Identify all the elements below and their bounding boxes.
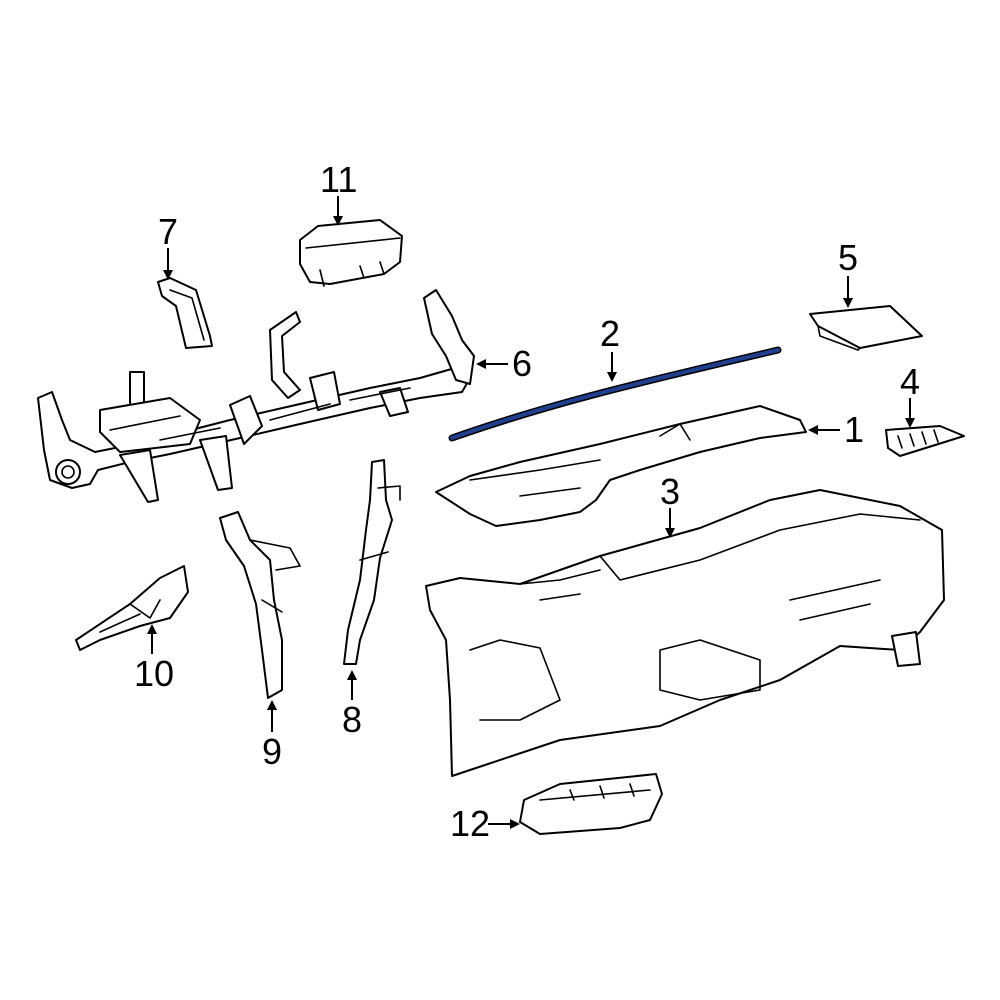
part-3-instrument-panel — [425, 489, 945, 777]
callout-11: 11 — [320, 159, 357, 226]
part-12-switch-bezel — [519, 773, 663, 835]
callout-5: 5 — [838, 237, 858, 308]
part-2-weatherstrip — [448, 346, 782, 442]
callout-6: 6 — [476, 343, 532, 384]
part-6-reinforcement-beam — [37, 289, 475, 503]
callout-2: 2 — [600, 313, 620, 382]
callout-label-3: 3 — [660, 471, 680, 512]
part-8-brace — [343, 459, 401, 665]
part-1-upper-panel — [435, 405, 807, 527]
callout-4: 4 — [900, 361, 920, 428]
callout-label-9: 9 — [262, 731, 282, 772]
callout-7: 7 — [158, 211, 178, 280]
callout-12: 12 — [450, 803, 520, 844]
callout-label-1: 1 — [844, 409, 864, 450]
callout-label-11: 11 — [320, 159, 357, 200]
part-9-brace — [219, 511, 301, 699]
callout-label-10: 10 — [134, 653, 174, 694]
callout-label-7: 7 — [158, 211, 178, 252]
part-10-bracket — [75, 565, 189, 651]
part-11-airbag-module — [299, 219, 403, 287]
callout-label-8: 8 — [342, 699, 362, 740]
callout-8: 8 — [342, 670, 362, 740]
callout-10: 10 — [134, 624, 174, 694]
callout-label-2: 2 — [600, 313, 620, 354]
callout-9: 9 — [262, 700, 282, 772]
part-5-cover — [809, 305, 923, 351]
callout-label-4: 4 — [900, 361, 920, 402]
part-4-vent-duct — [885, 425, 965, 457]
callout-label-5: 5 — [838, 237, 858, 278]
callout-1: 1 — [808, 409, 864, 450]
part-7-bracket — [157, 277, 213, 349]
callout-3: 3 — [660, 471, 680, 538]
callout-label-6: 6 — [512, 343, 532, 384]
callout-label-12: 12 — [450, 803, 490, 844]
